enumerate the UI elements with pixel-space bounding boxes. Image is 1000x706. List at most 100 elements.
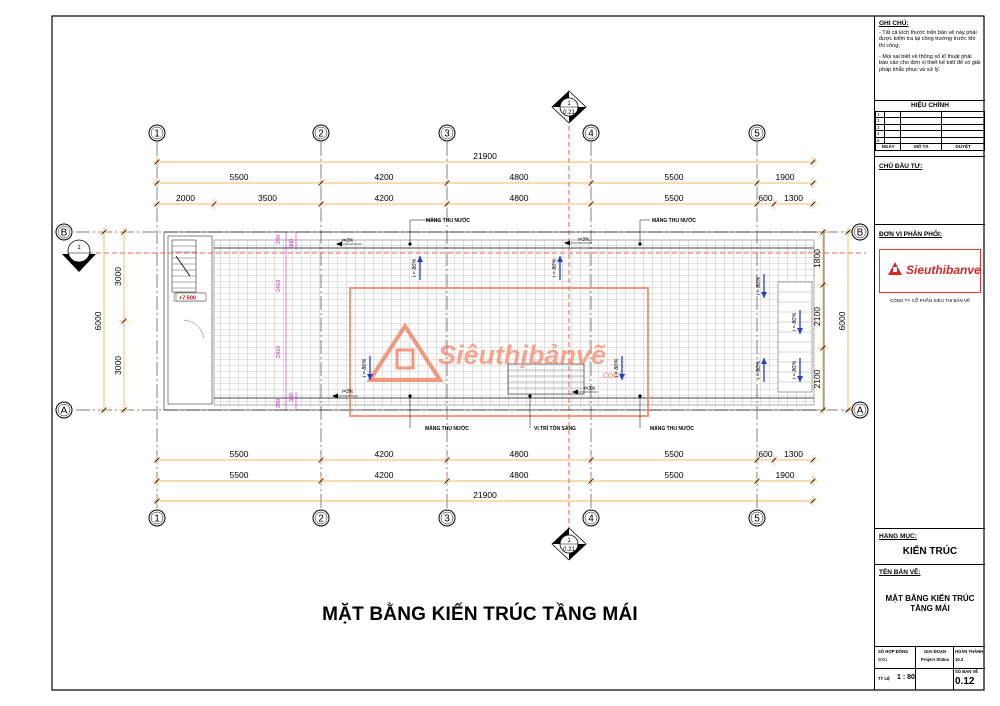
roof-plan [163,231,825,411]
dim-bottom-row2-label: 4200 [375,470,394,480]
grid-bubble-bottom-2-label: 2 [318,514,324,525]
skylight-area [507,363,585,395]
roof-slope-3: i = 80% [614,356,625,380]
dim-right-total-label: 6000 [837,311,847,330]
revision-col-desc: MÔ TẢ [900,142,943,151]
finish-cell: HOÀN THÀNH 10.3 [955,649,985,662]
drawing-title: MẶT BẰNG KIẾN TRÚC TẦNG MÁI [322,604,638,625]
grid-bubble-top-4-label: 4 [588,129,594,140]
scale-value: 1 : 80 [897,674,915,681]
section-line [72,126,866,530]
grid-bubble-bottom-1: 1 [148,509,166,527]
inner-dim-2410-a: 2410 [276,280,282,292]
roof-slope-8: i = 80% [792,358,803,382]
notes-header: GHI CHÚ: [879,20,909,27]
slope-3-bottom-left: i=3% [342,389,354,395]
grid-bubble-right-B-label: B [857,228,864,239]
drawing-number-label: SỐ BẢN VẼ [955,669,979,674]
roof-slope-label: i = 80% [614,359,620,378]
dim-top-row1: 5500 4200 4800 5500 1900 [153,172,817,188]
distributor-logo: Sieuthibanve [879,249,981,293]
inner-dims: 290 2410 2410 290 300 300 [276,232,297,410]
grid-bubble-bottom-3: 3 [438,509,456,527]
dim-top-row2-label: 1300 [784,193,803,203]
grid-bubble-right-A: A [851,401,869,419]
drawing-number-cell: SỐ BẢN VẼ [955,669,978,674]
category-value: KIẾN TRÚC [902,546,958,557]
grid-bubble-left-A-label: A [61,406,68,417]
grid-bubble-top-1-label: 1 [154,129,160,140]
revision-col-date: NGÀY [874,142,902,151]
inner-dim-bottom-300: 300 [289,393,295,402]
slope-3-top-left: i=3% [342,238,354,244]
title-block: GHI CHÚ: - Tất cả kích thước trên bản vẽ… [874,16,985,690]
grid-bubble-left-B-label: B [61,228,68,239]
roof-slope-5: i = 80% [756,274,767,298]
drawing-number-value: 0.12 [955,676,975,687]
dim-top-row1-label: 1900 [776,172,795,182]
distributor-section: ĐƠN VỊ PHÂN PHỐI: [875,229,985,243]
dim-left-total-label: 6000 [93,311,103,330]
dim-top-row2-label: 600 [758,193,772,203]
owner-section: CHỦ ĐẦU TƯ: [875,161,985,175]
owner-header: CHỦ ĐẦU TƯ: [879,163,923,170]
dim-top-row2-label: 4800 [510,193,529,203]
label-gutter-top-right: MÁNG THU NƯỚC [652,216,696,224]
stage-value: Project Status [920,657,950,663]
finish-label: HOÀN THÀNH [955,649,984,654]
notes-section: GHI CHÚ: - Tất cả kích thước trên bản vẽ… [875,18,985,79]
watermark-domain: .com [600,370,622,381]
section-top-sheet: 0.21 [563,110,575,116]
watermark-brand: Siêuthịbảnvẽ [438,340,606,370]
drawing-name-section: TÊN BẢN VẼ: [875,567,985,581]
stage-cell: GIAI ĐOẠN Project Status [918,649,952,662]
dim-bottom-row1-label: 1300 [784,449,803,459]
grid-bubble-bottom-1-label: 1 [154,514,160,525]
grid-bubble-bottom-2: 2 [312,509,330,527]
dim-top-row1-label: 4800 [510,172,529,182]
dim-right-total: 6000 [837,228,853,414]
category-header: HẠNG MỤC: [879,533,917,540]
dim-top-row1-label: 4200 [375,172,394,182]
label-gutter-bottom-right: MÁNG THU NƯỚC [650,424,694,432]
grid-bubble-bottom-5: 5 [748,509,766,527]
dim-top-row1-label: 5500 [665,172,684,182]
label-gutter-bottom-left: MÁNG THU NƯỚC [425,424,469,432]
roof-slope-label: i = 80% [756,361,762,380]
dim-right-parts-label: 1800 [812,249,822,268]
dim-top-row2-label: 2000 [176,193,195,203]
label-elevation: +7.500 [179,296,196,302]
grid-bubble-left-A: A [55,401,73,419]
roof-slope-label: i = 80% [756,277,762,296]
contract-cell: SỐ HỢP ĐỒNG 0001 [878,649,912,662]
drawing-name-header: TÊN BẢN VẼ: [879,569,921,576]
grid-bubble-right-B: B [851,223,869,241]
grid-bubble-top-5: 5 [748,124,766,142]
roof-slope-1: i = 80% [412,256,423,280]
grid-bubble-bottom-4-label: 4 [588,514,594,525]
note-1: - Tất cả kích thước trên bản vẽ này phải… [879,29,977,49]
dim-top-total: 21900 [153,151,817,167]
dim-bottom-total: 21900 [153,490,817,506]
slope-small-group: i=3% i=3% i=3% i=3% [332,237,598,399]
inner-dim-bottom-290: 290 [276,399,282,408]
dim-bottom-row1-label: 5500 [665,449,684,459]
dim-left-parts-label: 3000 [113,267,123,286]
roof-slope-label: i = 80% [412,259,418,278]
note-2: - Mọi sai biệt về thông số kĩ thuật phải… [879,53,981,73]
finish-value: 10.3 [955,657,964,663]
dim-left-parts-label: 3000 [113,356,123,375]
dim-top-row1-label: 5500 [230,172,249,182]
dim-bottom-row1-label: 4800 [510,449,529,459]
grid-bubble-bottom-4: 4 [582,509,600,527]
roof-slope-4: i = 80% [362,356,373,380]
category-section: HẠNG MỤC: [875,531,985,545]
dim-bottom-row1-label: 5500 [230,449,249,459]
slope-3-top-right: i=3% [578,237,590,243]
logo-text: Sieuthibanve [906,263,981,277]
section-marker-bottom: 1 0.21 [551,527,587,561]
